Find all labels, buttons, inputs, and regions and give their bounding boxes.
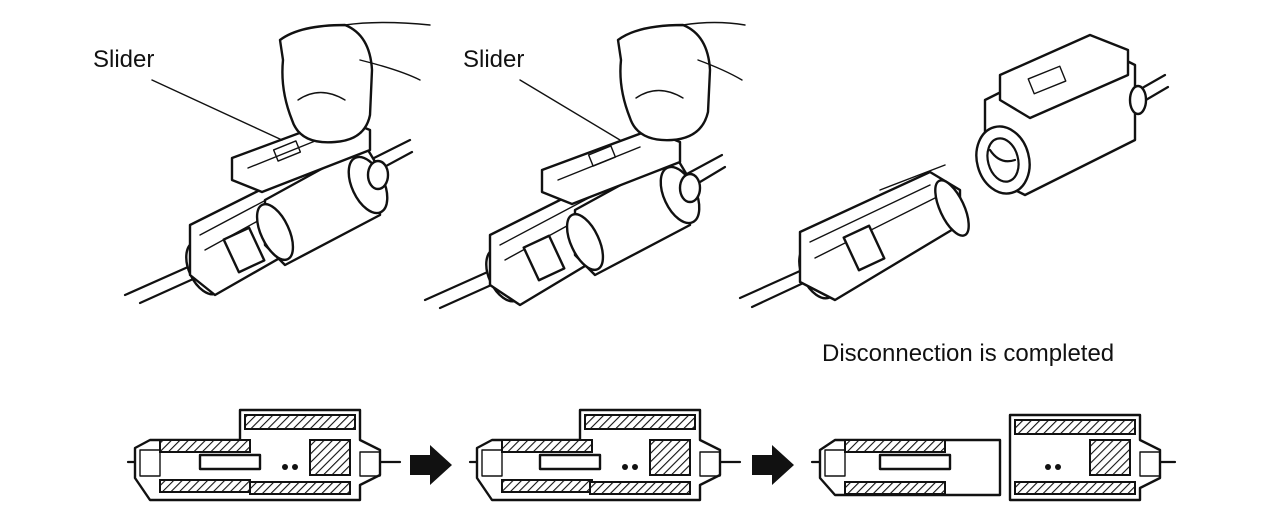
- connector-disconnected: [738, 33, 1170, 309]
- slider-label-2: Slider: [463, 46, 525, 73]
- cross-section-1: [126, 408, 402, 502]
- cross-section-3: [810, 413, 1177, 502]
- disconnection-complete-label: Disconnection is completed: [822, 340, 1115, 367]
- cross-section-2: [468, 408, 742, 502]
- connector-step-1: [123, 21, 431, 305]
- right-arrow-icon: [752, 445, 794, 485]
- right-arrow-icon: [410, 445, 452, 485]
- slider-label-1: Slider: [93, 46, 155, 73]
- connector-step-2: [423, 21, 746, 310]
